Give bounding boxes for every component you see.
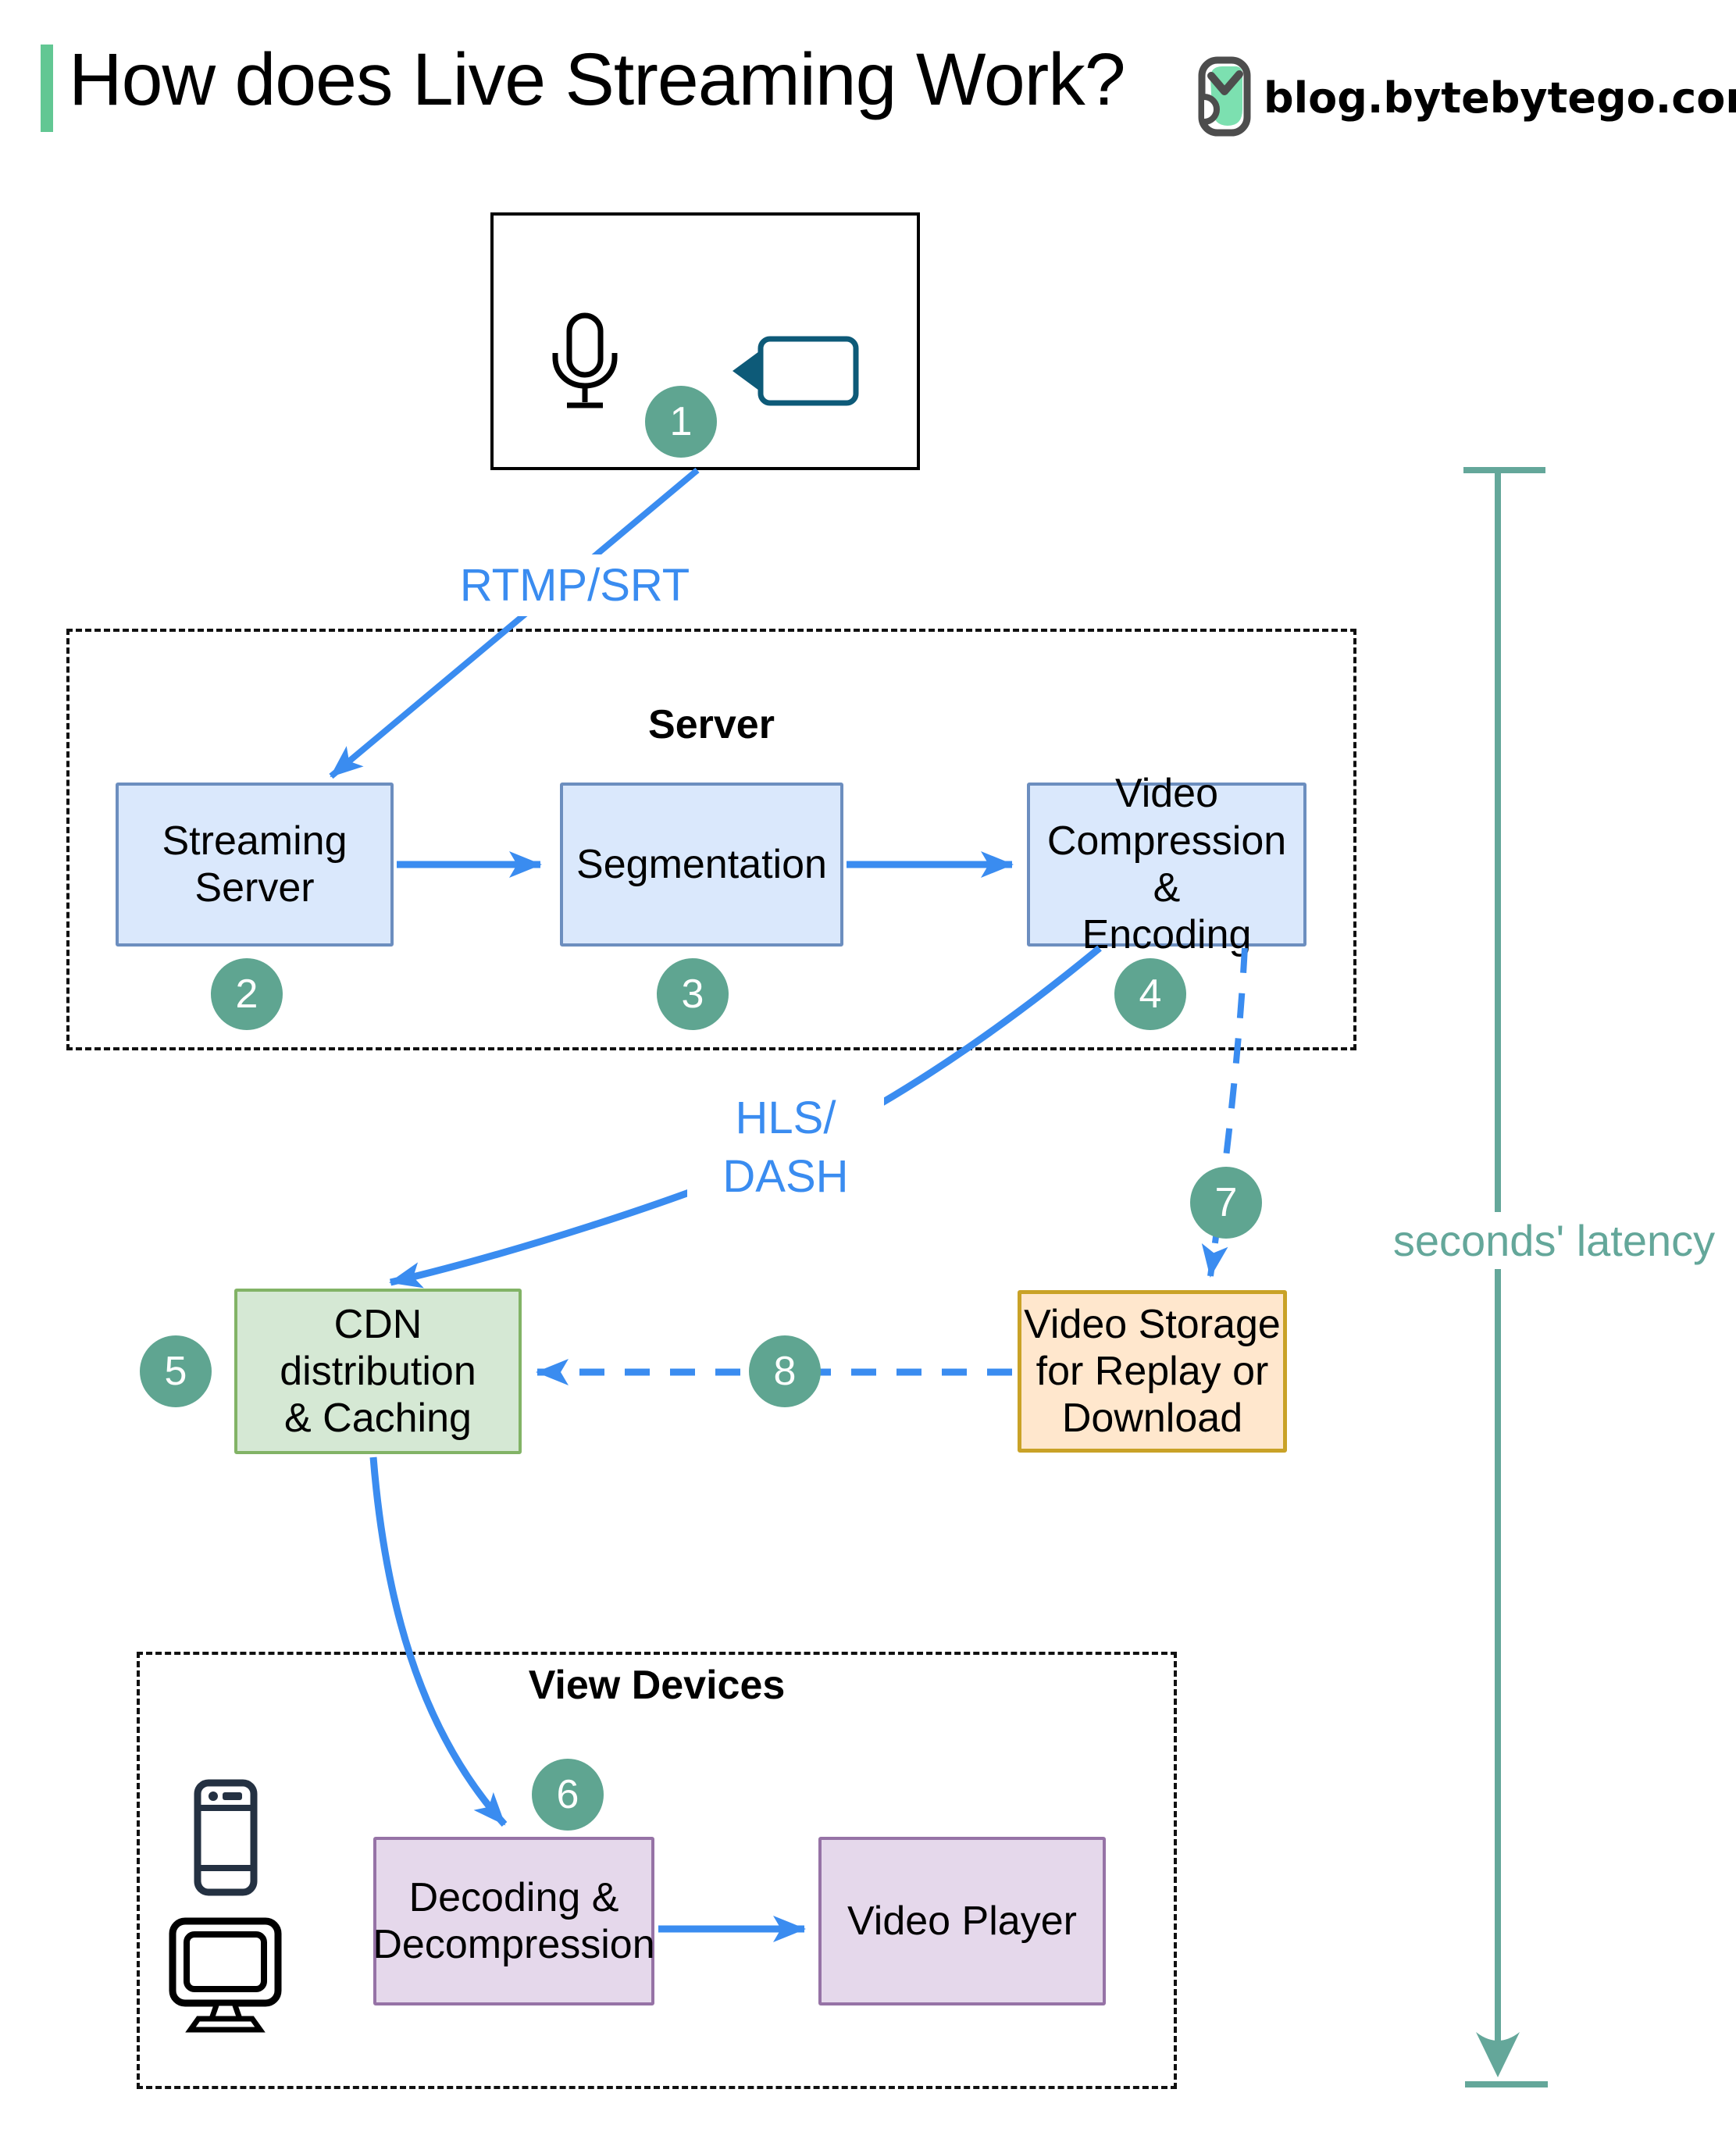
- monitor-icon: [169, 1917, 282, 2033]
- bytebytego-logo-icon: [1198, 56, 1251, 137]
- arrow-cdn-to-decoding: [369, 1456, 508, 1827]
- step-badge-8: 8: [749, 1335, 821, 1407]
- node-segmentation: Segmentation: [560, 783, 843, 947]
- node-video-player: Video Player: [818, 1837, 1106, 2005]
- rtmp-srt-label: RTMP/SRT: [437, 554, 712, 617]
- arrow-rtmp: [329, 467, 700, 779]
- smartphone-icon: [194, 1779, 258, 1896]
- node-streaming-server: Streaming Server: [116, 783, 394, 947]
- hls-dash-label: HLS/ DASH: [687, 1087, 884, 1208]
- site-url: blog.bytebytego.com: [1264, 73, 1736, 123]
- latency-arrowhead: [1476, 2032, 1520, 2077]
- step-badge-4: 4: [1114, 958, 1186, 1030]
- page-title: How does Live Streaming Work?: [69, 38, 1126, 121]
- group-server-title: Server: [648, 702, 775, 747]
- step-badge-2: 2: [211, 958, 283, 1030]
- step-badge-5: 5: [140, 1335, 212, 1407]
- step-badge-3: 3: [657, 958, 729, 1030]
- video-camera-icon: [733, 336, 859, 406]
- latency-dimension-line: [1463, 467, 1548, 2087]
- microphone-icon: [552, 312, 618, 408]
- node-video-compression-encoding: Video Compression & Encoding: [1027, 771, 1306, 957]
- group-view-devices: [137, 1652, 1177, 2089]
- node-decoding-decompression: Decoding & Decompression: [373, 1837, 655, 2005]
- node-cdn-distribution: CDN distribution & Caching: [234, 1289, 522, 1454]
- title-accent-bar: [41, 45, 53, 132]
- step-badge-6: 6: [532, 1759, 604, 1831]
- node-video-storage: Video Storage for Replay or Download: [1018, 1290, 1287, 1453]
- group-view-devices-title: View Devices: [528, 1663, 786, 1708]
- group-server: [66, 629, 1356, 1050]
- latency-label: seconds' latency: [1368, 1212, 1736, 1269]
- step-badge-7: 7: [1190, 1167, 1262, 1239]
- step-badge-1: 1: [645, 386, 717, 458]
